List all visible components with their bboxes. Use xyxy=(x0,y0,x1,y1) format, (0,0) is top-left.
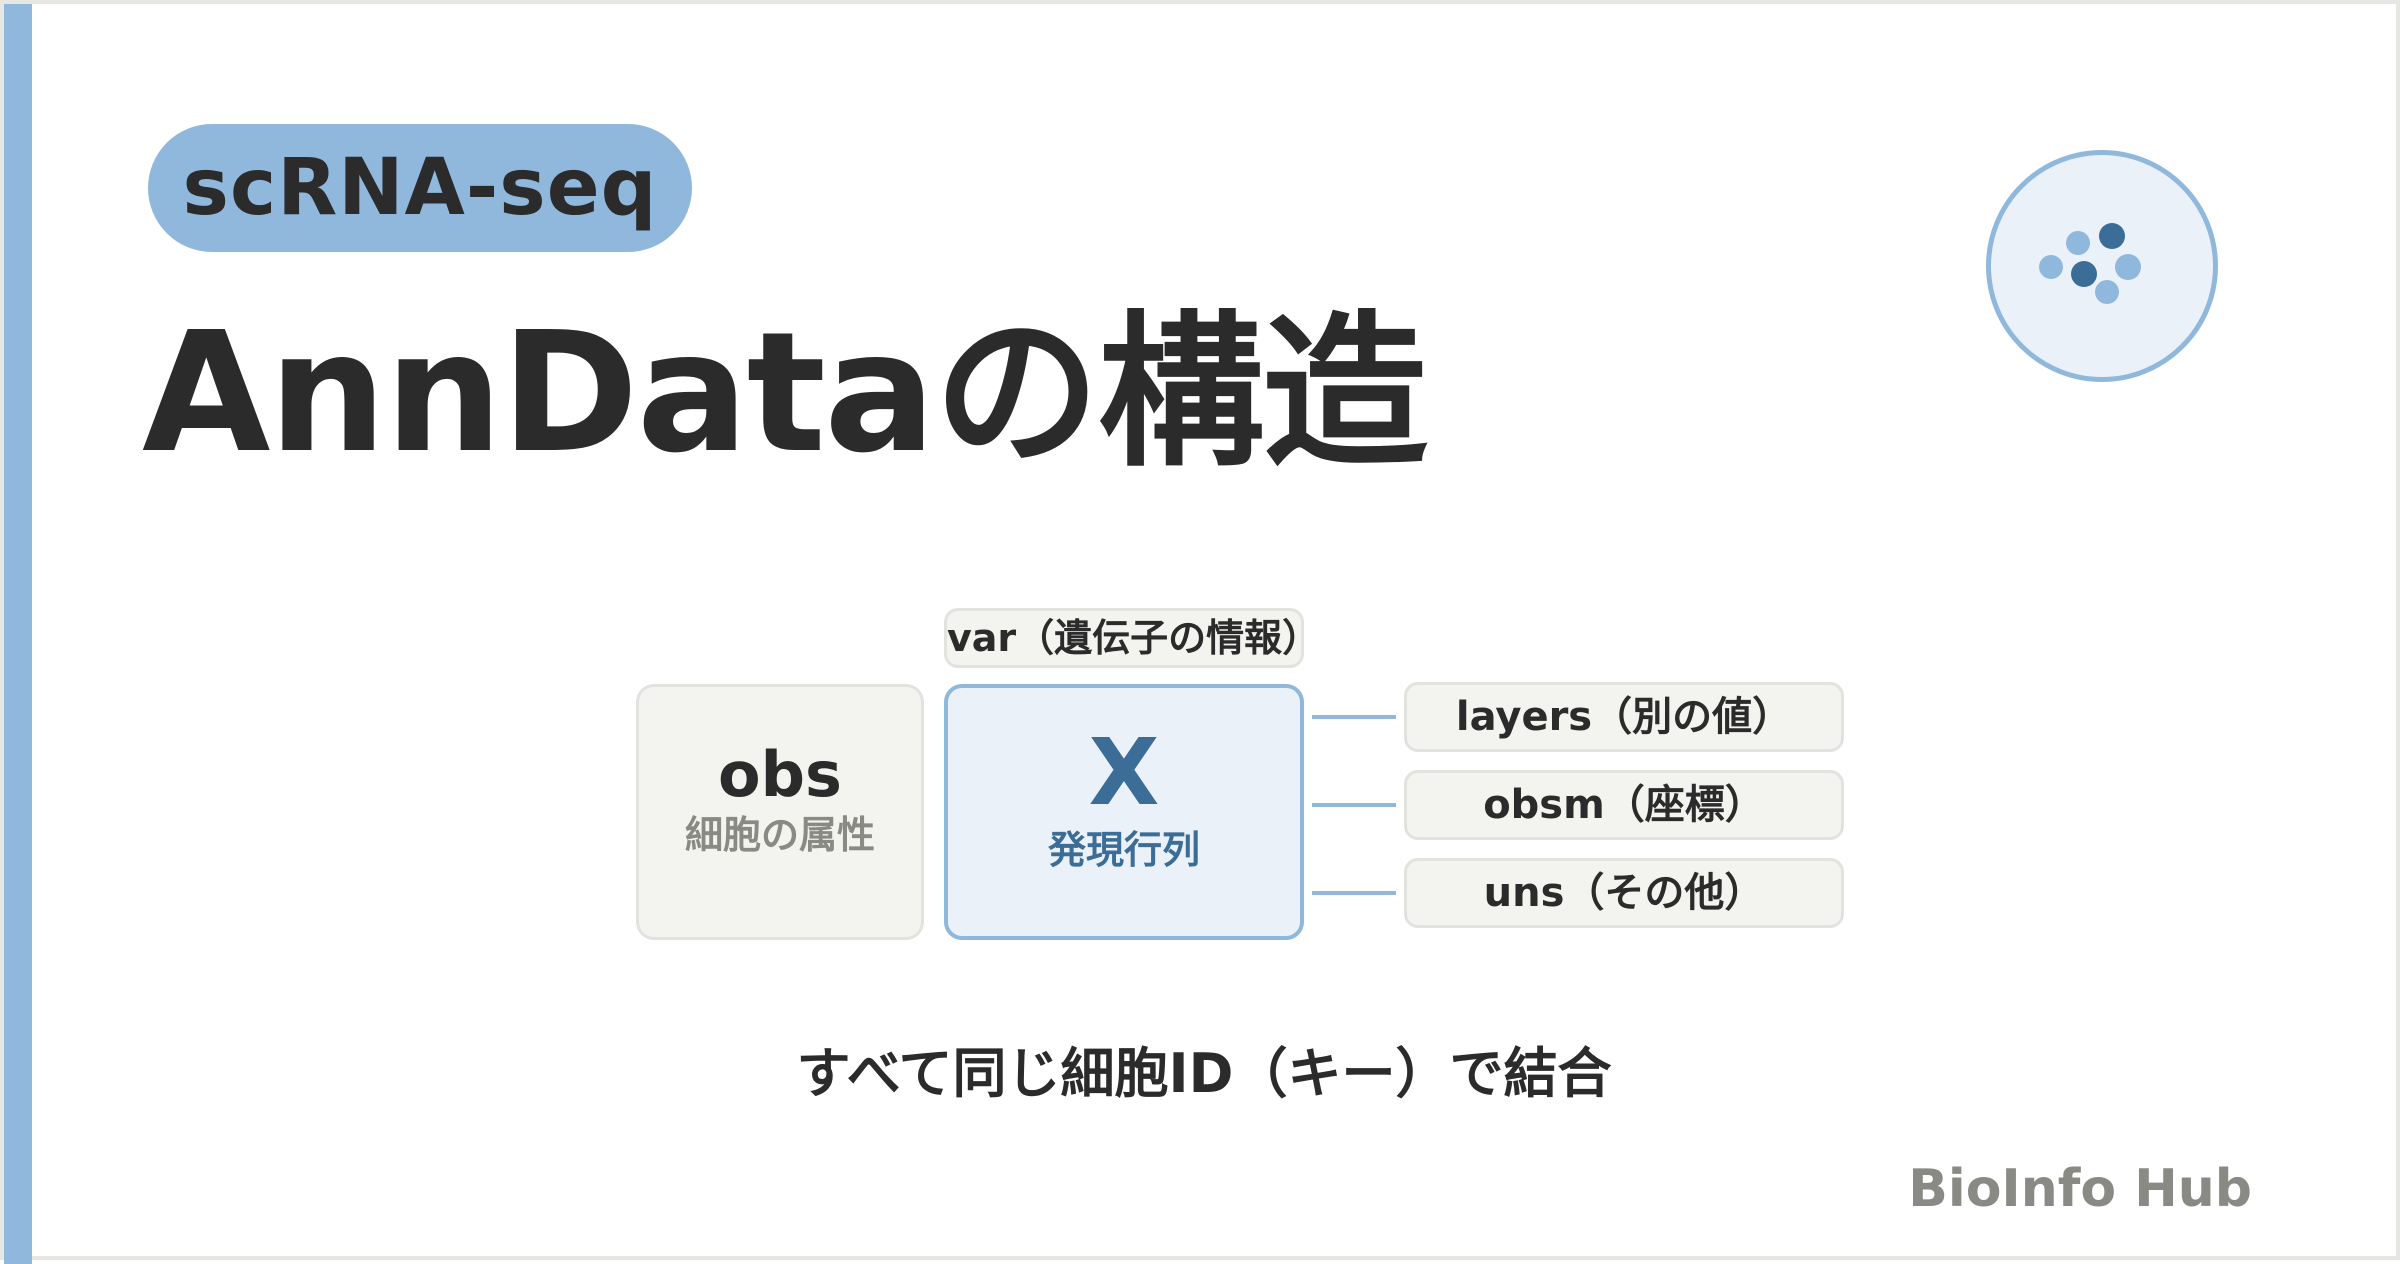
x-subtitle: 発現行列 xyxy=(1047,828,1200,872)
cluster-dot-5 xyxy=(2115,254,2141,280)
cluster-dot-3 xyxy=(2039,255,2063,279)
cluster-dot-1 xyxy=(2066,231,2090,255)
cell-cluster-svg xyxy=(2039,223,2141,304)
obs-box: obs 細胞の属性 xyxy=(636,684,924,940)
accent-bar xyxy=(4,4,32,1264)
connector-uns xyxy=(1312,891,1396,895)
var-box: var（遺伝子の情報） xyxy=(944,608,1320,668)
page-title: AnnDataの構造 xyxy=(142,297,1428,490)
obs-subtitle: 細胞の属性 xyxy=(684,813,875,857)
layers-box: layers（別の値） xyxy=(1404,682,1844,752)
uns-box: uns（その他） xyxy=(1404,858,1844,928)
cell-cluster-icon xyxy=(1986,150,2218,382)
cluster-dot-4 xyxy=(2071,261,2097,287)
connector-obsm xyxy=(1312,803,1396,807)
cluster-dot-2 xyxy=(2099,223,2125,249)
obs-title: obs xyxy=(718,738,842,811)
diagram-caption: すべて同じ細胞ID（キー）で結合 xyxy=(796,1042,1612,1105)
category-tag: scRNA-seq xyxy=(148,124,692,252)
brand-name: BioInfo Hub xyxy=(1908,1159,2252,1219)
cluster-dot-6 xyxy=(2095,280,2119,304)
obsm-box: obsm（座標） xyxy=(1404,770,1844,840)
x-title: X xyxy=(1088,719,1160,826)
connector-layers xyxy=(1312,715,1396,719)
x-matrix-box: X 発現行列 xyxy=(944,684,1304,940)
